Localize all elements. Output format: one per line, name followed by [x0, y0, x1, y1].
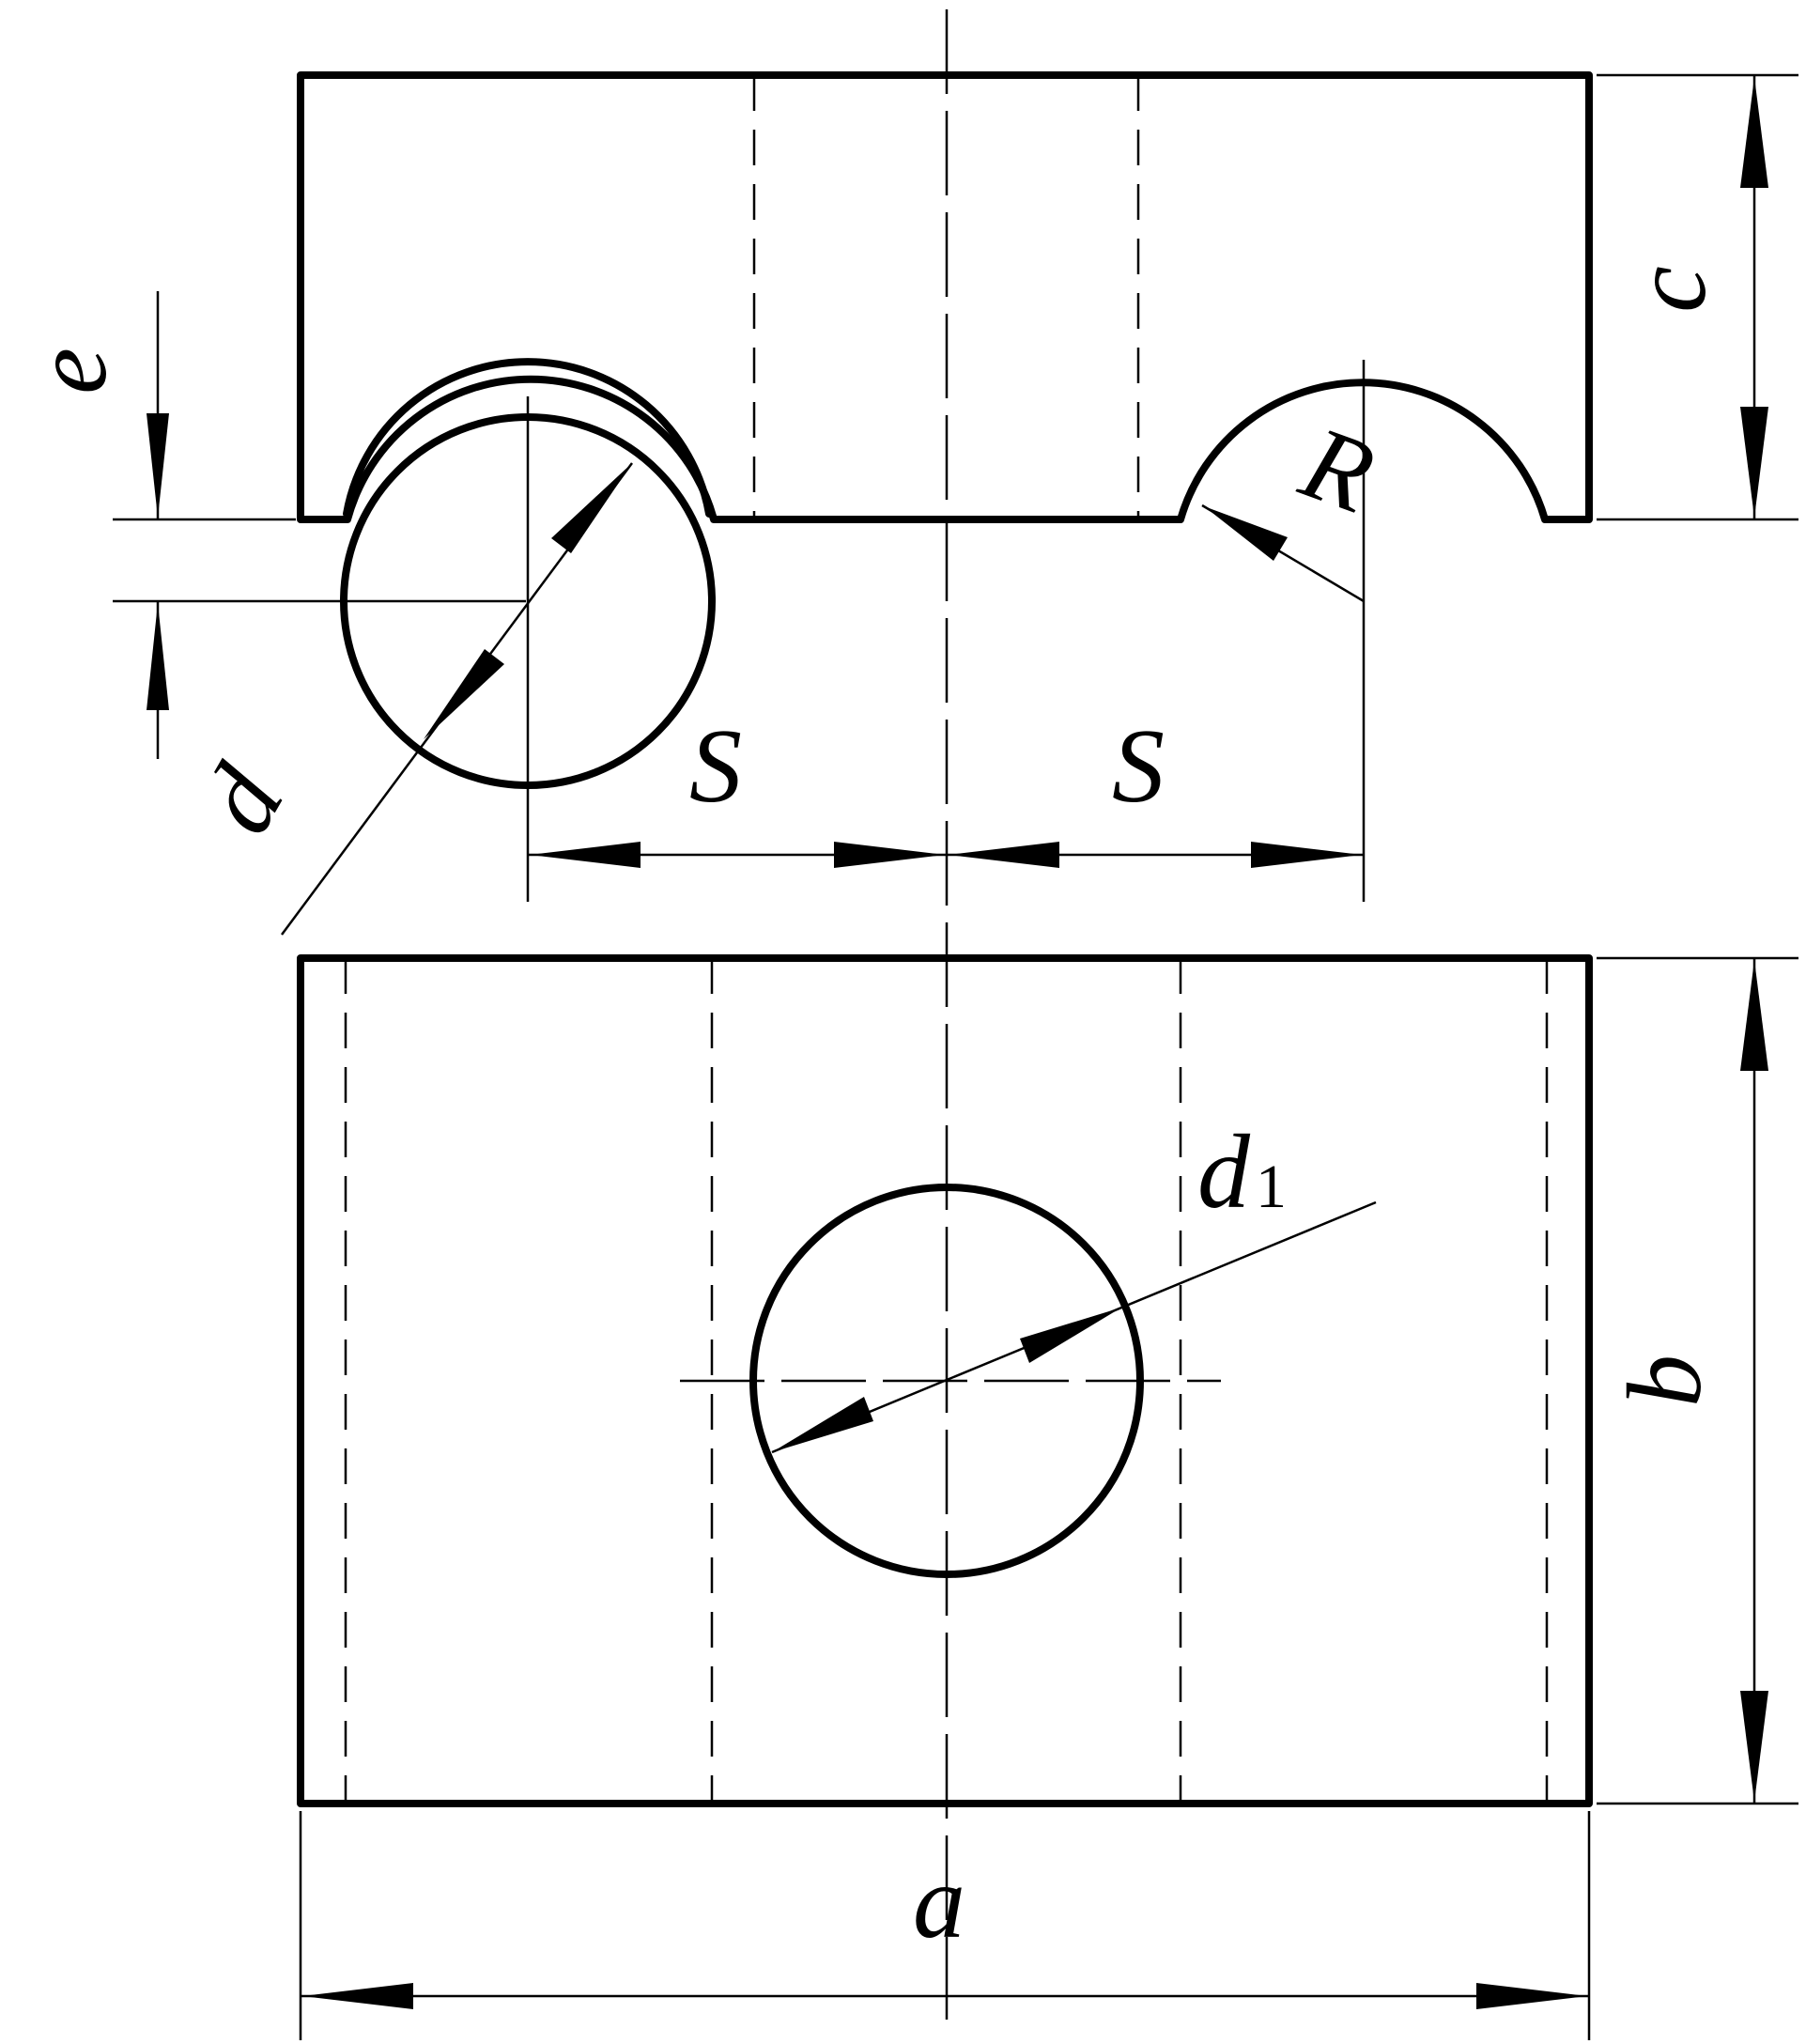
arrowhead: [147, 413, 169, 518]
arrowhead: [302, 1983, 413, 2009]
dimension-e: e: [12, 291, 526, 759]
front-view-outline: [297, 71, 1593, 523]
arrowhead: [1476, 1983, 1587, 2009]
arrowhead: [551, 463, 632, 553]
arrowhead: [1251, 842, 1362, 868]
left-notch-inner-edge: [343, 358, 713, 518]
label-d1-subscript: 1: [1256, 1153, 1287, 1221]
label-d: d: [178, 747, 306, 851]
arrowhead: [1740, 77, 1768, 188]
label-c: c: [1612, 266, 1728, 313]
arrowhead: [147, 603, 169, 710]
arrowhead: [1020, 1308, 1121, 1363]
arrowhead: [530, 842, 641, 868]
arrowhead: [1204, 506, 1288, 561]
arrowhead: [1740, 960, 1768, 1071]
dimension-a: a: [299, 1811, 1591, 2040]
label-d1: d1: [1197, 1114, 1287, 1231]
label-e: e: [12, 348, 129, 395]
label-S-right: S: [1112, 708, 1165, 825]
plan-view-outline: [297, 954, 1593, 1807]
dimension-c: c: [1597, 73, 1798, 521]
front-view: [297, 9, 1593, 2020]
arrowhead: [772, 1397, 873, 1452]
arrowhead: [949, 842, 1059, 868]
label-b: b: [1607, 1355, 1723, 1407]
arrowhead: [834, 842, 945, 868]
dimension-d: d: [178, 462, 634, 936]
dimension-S: S S: [528, 708, 1364, 868]
arrowhead: [424, 649, 504, 739]
plan-view: [297, 954, 1593, 1807]
arrowhead: [1740, 407, 1768, 518]
label-S-left: S: [689, 708, 742, 825]
label-d1-main: d: [1197, 1114, 1251, 1231]
arrowhead: [1740, 1691, 1768, 1802]
dimension-b: b: [1597, 956, 1798, 1805]
dimension-d1: d1: [771, 1114, 1377, 1454]
label-R: R: [1287, 404, 1388, 535]
label-a: a: [913, 1844, 965, 1960]
